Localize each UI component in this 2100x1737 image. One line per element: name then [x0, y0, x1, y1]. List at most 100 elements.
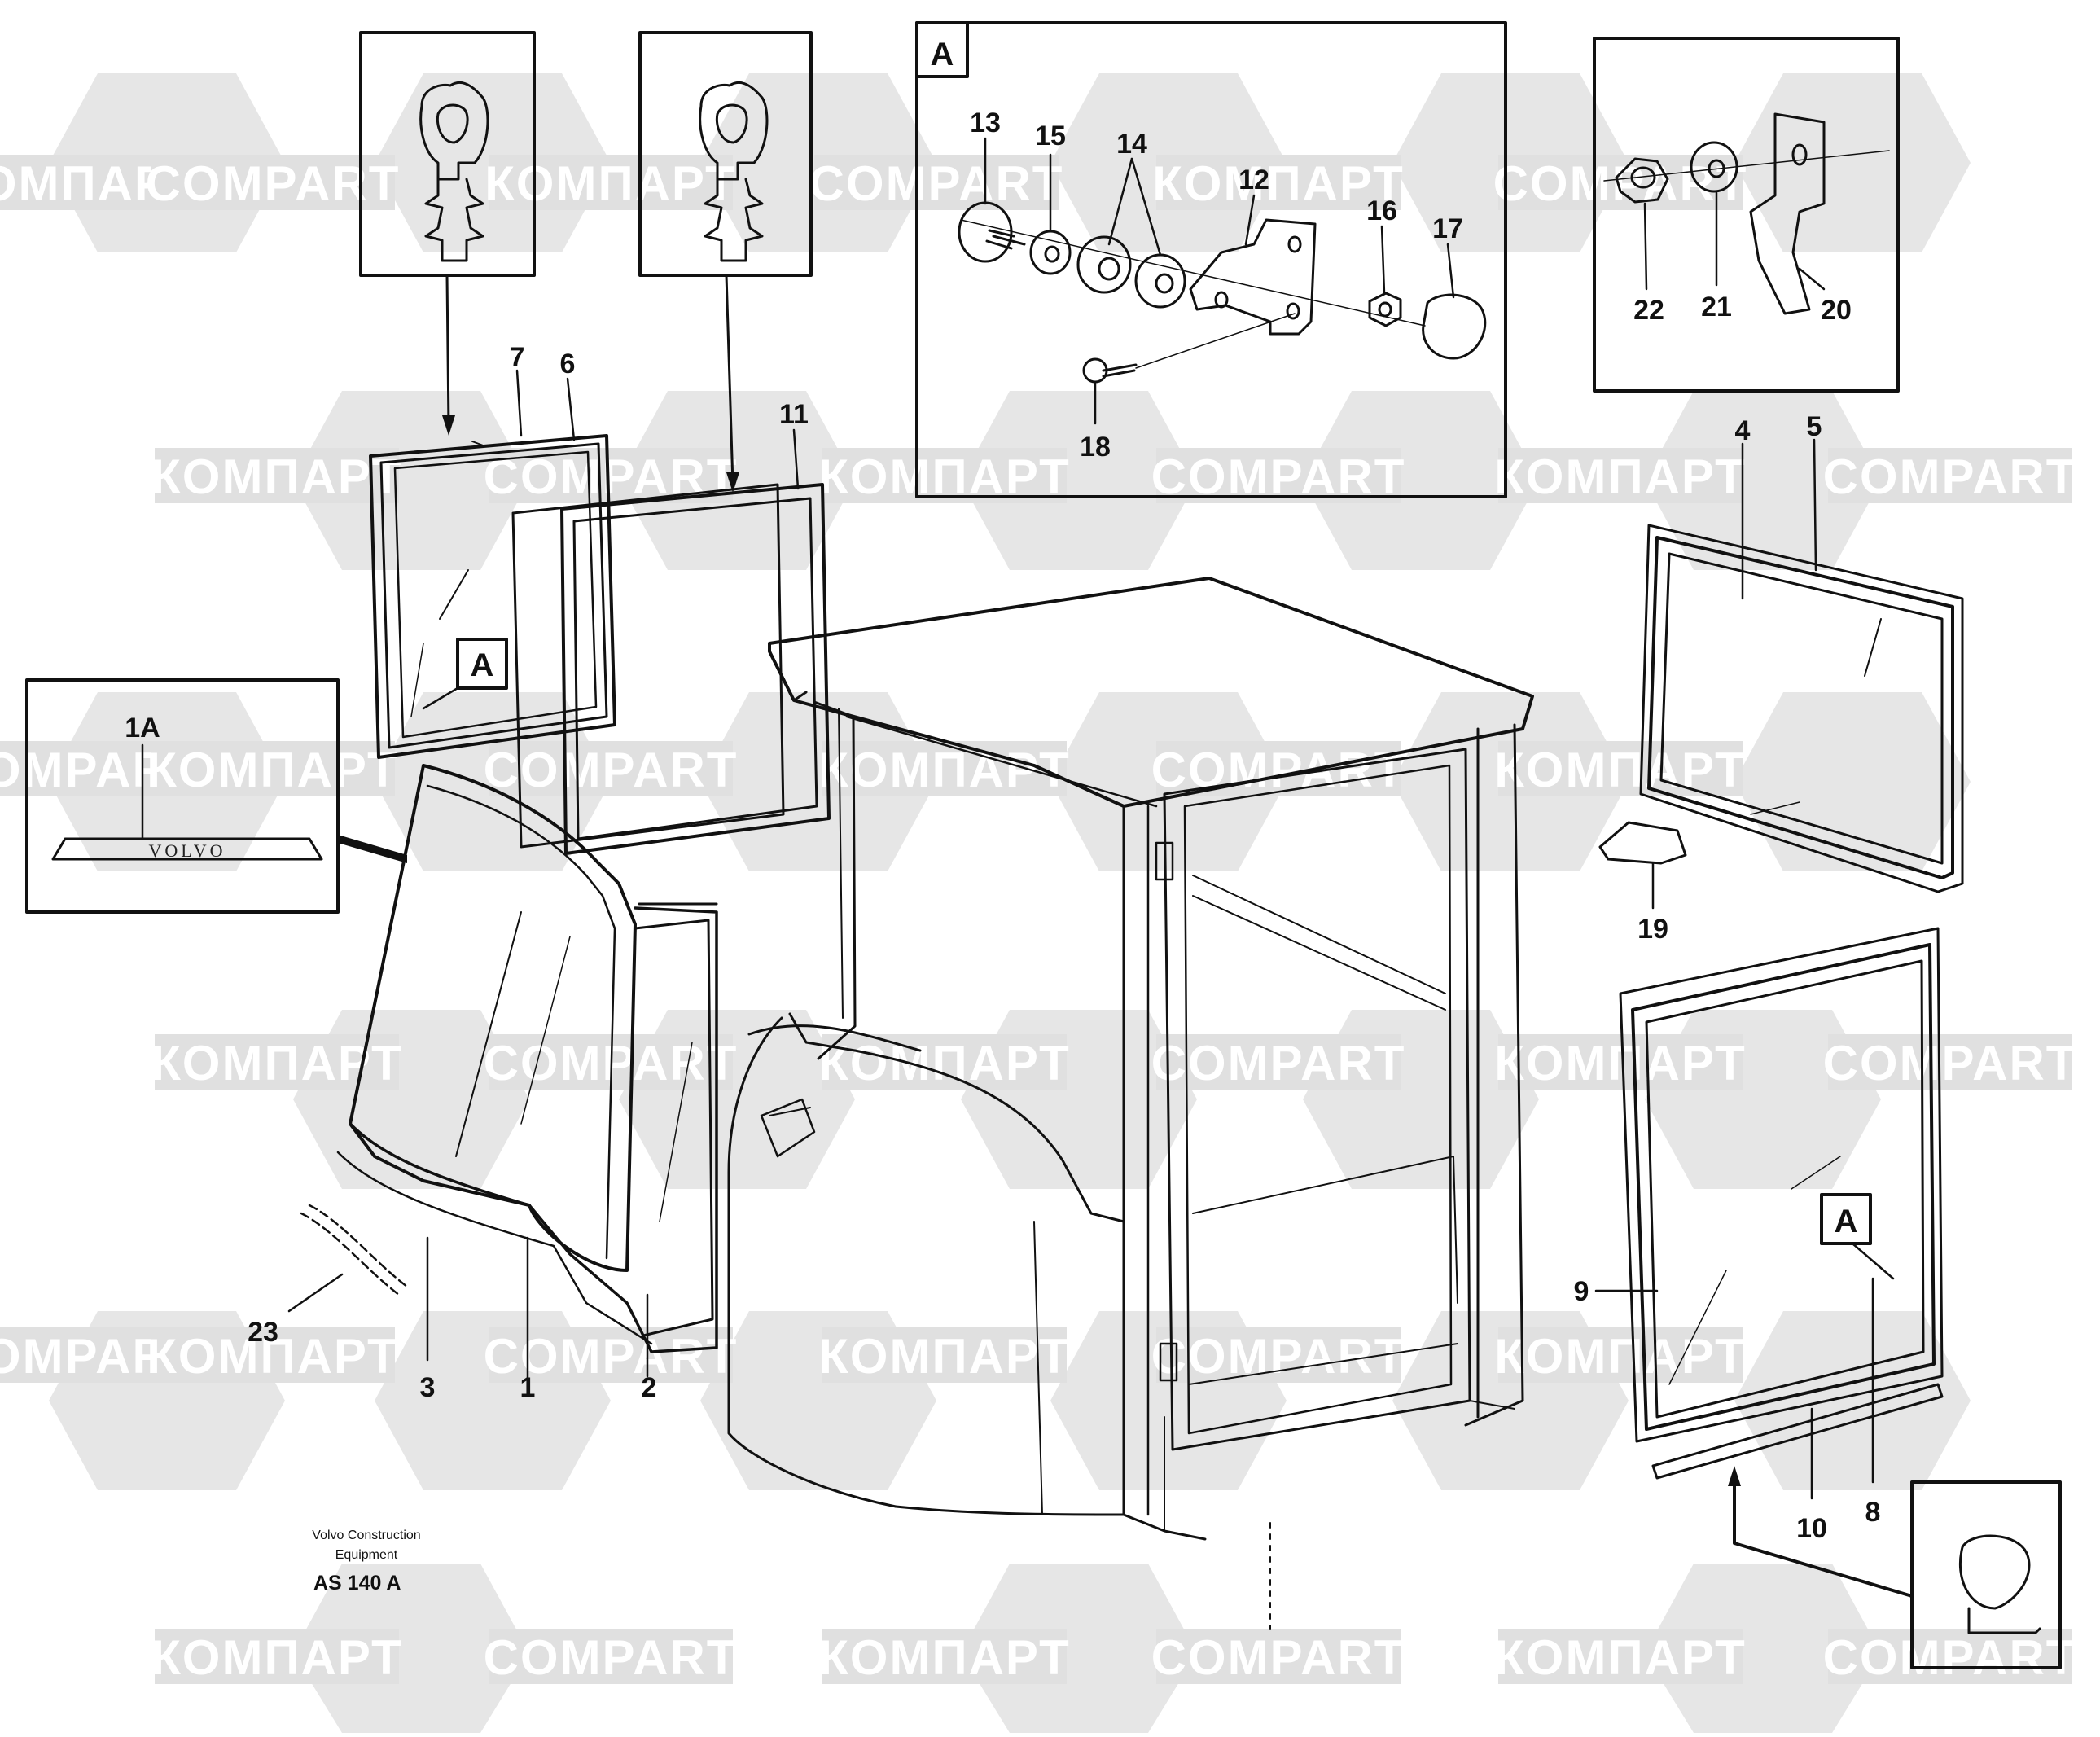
watermark-band	[489, 155, 733, 210]
arrow-seal-right	[726, 472, 739, 493]
watermark-text: КОМПАРТ	[818, 450, 1071, 504]
seal-profile-box-bottom	[1910, 1480, 2062, 1669]
watermark-band	[1156, 1034, 1401, 1090]
watermark-text: COMPART	[1151, 450, 1406, 504]
callout-7: 7	[510, 342, 525, 373]
callout-15: 15	[1035, 121, 1066, 151]
watermark-band	[155, 448, 399, 503]
watermark-text: КОМПАРТ	[1494, 1036, 1747, 1090]
watermark-band	[1498, 448, 1743, 503]
detail-a-marker-right	[1820, 1193, 1872, 1245]
callout-5: 5	[1807, 411, 1822, 442]
callout-13: 13	[970, 107, 1001, 138]
watermark-text: COMPART	[484, 1630, 739, 1685]
arrow-seal-left	[442, 415, 455, 436]
watermark-text: КОМПАРТ	[1494, 450, 1747, 504]
callout-18: 18	[1080, 432, 1111, 463]
watermark-layer: КОМПАРТ COMPART КОМПАРТ COMPART КОМПАРТ COMPA…	[0, 73, 2078, 1733]
maker-line-1: Volvo Construction	[312, 1529, 420, 1542]
watermark-band	[151, 1327, 395, 1383]
watermark-band	[1498, 1327, 1743, 1383]
watermark-text: КОМПАРТ	[1494, 1329, 1747, 1384]
emblem-callout: 1A	[125, 713, 160, 743]
detail-hinge-box	[1593, 37, 1900, 393]
watermark-band	[1828, 1629, 2072, 1684]
maker-line-2: Equipment	[335, 1548, 398, 1562]
leader-seal-right	[725, 274, 734, 486]
detail-a-marker-right-label: A	[1835, 1204, 1858, 1239]
watermark-text: COMPART	[146, 156, 401, 211]
watermark-text: КОМПАРТ	[818, 1329, 1071, 1384]
watermark-text: КОМПАРТ	[151, 450, 403, 504]
callout-1: 1	[520, 1372, 536, 1403]
detail-a-marker-left-label: A	[471, 647, 494, 683]
detail-a-marker-left	[456, 638, 508, 690]
watermark-band	[1156, 741, 1401, 796]
callout-12: 12	[1239, 164, 1269, 195]
watermark-band	[151, 155, 395, 210]
emblem-text: VOLVO	[149, 840, 226, 861]
watermark-band	[1498, 741, 1743, 796]
watermark-text: КОМПАРТ	[818, 1630, 1071, 1685]
callout-20: 20	[1821, 295, 1852, 326]
watermark-text: КОМПАРТ	[484, 156, 737, 211]
watermark-text: КОМПАРТ	[1494, 743, 1747, 797]
detail-hinge-hardware	[1603, 112, 1890, 315]
watermark-band	[814, 155, 1059, 210]
watermark-text: COMPART	[809, 156, 1064, 211]
detail-a-box	[915, 21, 1507, 498]
watermark-band	[1156, 448, 1401, 503]
watermark-text: КОМПАРТ	[147, 1329, 399, 1384]
watermark-text: COMPART	[1151, 1036, 1406, 1090]
watermark-text: COMPART	[1151, 1329, 1406, 1384]
callout-23: 23	[248, 1317, 278, 1348]
watermark-band	[1156, 155, 1401, 210]
watermark-text: КОМПАРТ	[151, 1630, 403, 1685]
watermark-text: COMPART	[1823, 1036, 2078, 1090]
callout-3: 3	[420, 1372, 436, 1403]
callout-14: 14	[1116, 129, 1147, 160]
watermark-band	[1828, 1034, 2072, 1090]
watermark-band	[1498, 1034, 1743, 1090]
watermark-band	[489, 1327, 733, 1383]
watermark-text: COMPART	[1493, 156, 1748, 211]
watermark-band	[822, 1629, 1067, 1684]
watermark-text: КОМПАРТ	[818, 1036, 1071, 1090]
watermark-bands: КОМПАРТ COMPART КОМПАРТ COMPART КОМПАРТ COMPA…	[0, 155, 2078, 1685]
watermark-band	[1498, 1629, 1743, 1684]
watermark-band	[1828, 448, 2072, 503]
watermark-band	[822, 448, 1067, 503]
watermark-band	[151, 741, 395, 796]
callout-6: 6	[560, 349, 576, 379]
callout-16: 16	[1366, 195, 1397, 226]
watermark-text: COMPART	[1823, 450, 2078, 504]
watermark-band	[822, 1327, 1067, 1383]
watermark-text: COMPART	[484, 1329, 739, 1384]
callout-9: 9	[1574, 1276, 1589, 1307]
drawing-code: AS 140 A	[313, 1572, 401, 1594]
watermark-band	[155, 1629, 399, 1684]
watermark-band	[1498, 155, 1743, 210]
watermark-band	[489, 1629, 733, 1684]
watermark-text: COMPART	[1823, 1630, 2078, 1685]
detail-a-label: A	[931, 37, 954, 72]
watermark-text: КОМПАРТ	[147, 743, 399, 797]
diagram-linework	[25, 21, 2062, 1669]
callout-17: 17	[1432, 213, 1463, 244]
watermark-band	[1156, 1327, 1401, 1383]
detail-a-tag-box	[915, 21, 969, 78]
watermark-text: COMPART	[1151, 743, 1406, 797]
diagram-labels: A A A 1A VOLVO 1 2 3 4 5 6 7 8 9 10 11 1…	[125, 37, 1880, 1594]
watermark-text: КОМПАРТ	[1494, 1630, 1747, 1685]
callout-22: 22	[1633, 295, 1664, 326]
watermark-band	[1156, 1629, 1401, 1684]
watermark-text: КОМПАРТ	[1152, 156, 1405, 211]
watermark-text: COMPART	[484, 743, 739, 797]
watermark-band	[822, 1034, 1067, 1090]
callout-21: 21	[1701, 292, 1732, 322]
callout-19: 19	[1637, 914, 1668, 945]
callout-4: 4	[1735, 415, 1751, 446]
watermark-text: КОМПАРТ	[818, 743, 1071, 797]
watermark-text: COMPART	[484, 1036, 739, 1090]
